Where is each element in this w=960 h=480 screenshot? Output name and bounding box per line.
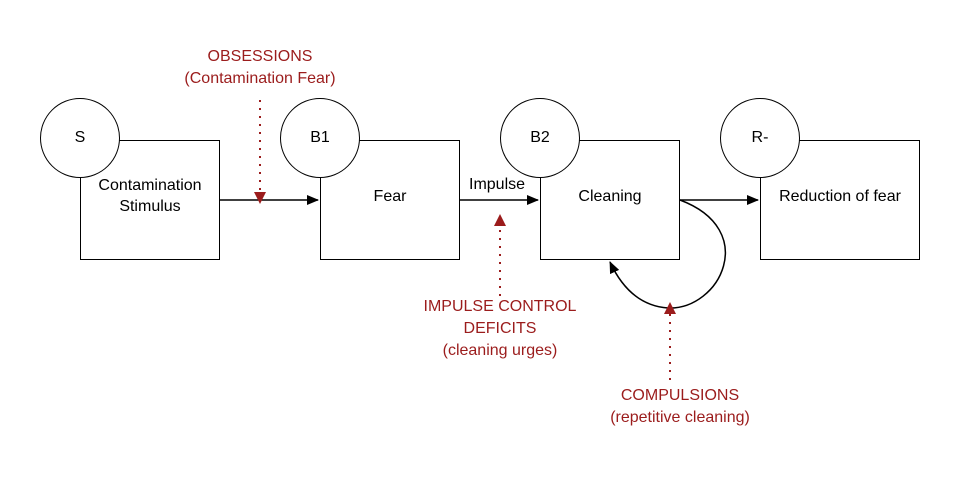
reduction-tag-circle: R- [720,98,800,178]
obsessions-annotation: OBSESSIONS (Contamination Fear) [160,46,360,90]
impulse-control-title-line2: DEFICITS [463,320,537,337]
cleaning-tag: B2 [530,129,550,146]
stimulus-tag: S [74,129,86,146]
fear-box [320,140,460,260]
fear-label: Fear [373,188,407,205]
cleaning-label: Cleaning [578,188,642,205]
compulsions-title: COMPULSIONS [620,387,740,404]
arrow-cleaning-loop [609,199,726,309]
fear-tag-circle: B1 [280,98,360,178]
impulse-control-annotation: IMPULSE CONTROL DEFICITS (cleaning urges… [380,296,620,362]
reduction-label: Reduction of fear [779,188,901,205]
stimulus-tag-circle: S [40,98,120,178]
impulse-control-title-line1: IMPULSE CONTROL [423,298,577,315]
compulsions-detail: (repetitive cleaning) [610,409,750,426]
fear-tag: B1 [310,129,330,146]
stimulus-label: Contamination Stimulus [98,177,202,215]
impulse-edge-label: Impulse [467,176,528,194]
obsessions-detail: (Contamination Fear) [184,70,336,87]
obsessions-title: OBSESSIONS [207,48,313,65]
impulse-control-detail: (cleaning urges) [442,342,558,359]
reduction-tag: R- [751,129,769,146]
compulsions-annotation: COMPULSIONS (repetitive cleaning) [580,385,780,429]
cleaning-tag-circle: B2 [500,98,580,178]
